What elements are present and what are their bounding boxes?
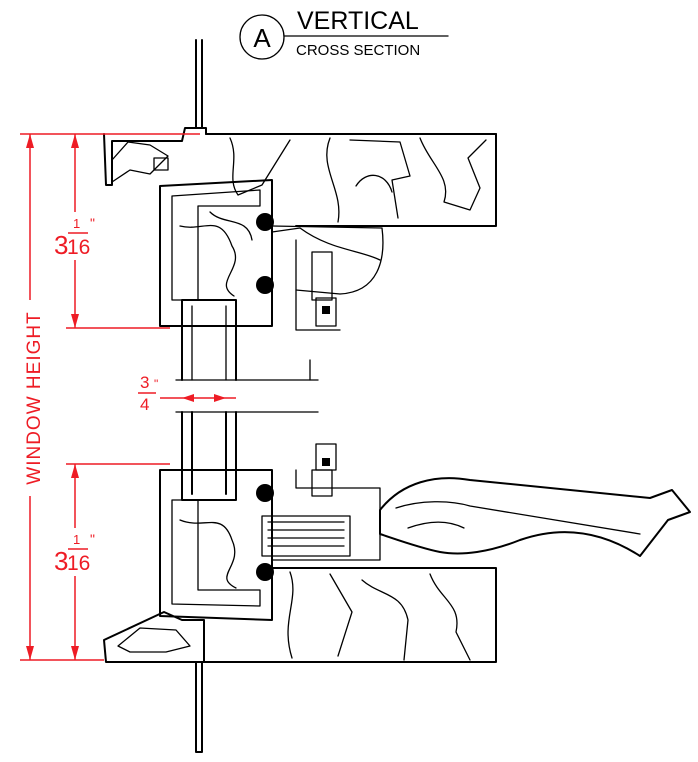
top-frame-assembly [103, 39, 497, 381]
title-main: VERTICAL [297, 7, 419, 35]
top-glass-channel [181, 299, 237, 381]
top-frame-lip [103, 127, 497, 186]
top-keeper-block [315, 297, 337, 327]
bottom-frame-num: 1 [73, 532, 80, 547]
bottom-sash-inner [171, 499, 261, 607]
bottom-keeper-base [311, 469, 333, 497]
top-glass-panes [191, 305, 227, 381]
bottom-frame-den: 16 [67, 552, 90, 575]
bottom-nailing-fin [195, 661, 203, 753]
top-frame-num: 1 [73, 216, 80, 231]
top-keeper-screw [322, 306, 330, 314]
top-frame-arrow-bottom [71, 314, 79, 328]
top-trim-profile [111, 141, 169, 183]
bottom-frame-lip [103, 611, 205, 663]
top-lock-keeper [311, 251, 333, 301]
glass-gap-unit: " [154, 377, 158, 391]
bottom-trim-profile [117, 627, 191, 653]
wood-grain-3 [349, 139, 411, 219]
top-frame-label: 3 1 16 " [52, 212, 96, 260]
bottom-keeper-screw [322, 458, 330, 466]
glass-gap-den: 4 [140, 395, 149, 414]
handle-contour-2 [407, 521, 465, 529]
bottom-frame-arrow-top [71, 464, 79, 478]
bottom-frame-unit: " [90, 531, 95, 547]
bottom-glass-channel [181, 411, 237, 501]
bottom-weatherstrip-2 [256, 563, 274, 581]
top-frame-den: 16 [67, 236, 90, 259]
handle-contour-1 [395, 501, 641, 535]
top-weatherstrip-1 [256, 213, 274, 231]
top-weatherstrip-2 [256, 276, 274, 294]
bottom-weatherstrip-1 [256, 484, 274, 502]
bottom-frame-arrow-bottom [71, 646, 79, 660]
glass-gap-arrow-right [214, 394, 226, 402]
top-frame-whole: 3 [54, 230, 68, 260]
glass-gap-label: 3 4 " [138, 373, 158, 414]
title-block: A VERTICAL CROSS SECTION [239, 7, 449, 60]
window-height-label-bg [24, 300, 42, 496]
glass-gap-num: 3 [140, 373, 149, 392]
wood-grain-4 [419, 137, 487, 211]
sill-grain-2 [329, 573, 353, 657]
window-height-arrow-top [26, 134, 34, 148]
head-wood-outline [205, 133, 497, 227]
window-height-arrow-bottom [26, 646, 34, 660]
top-stop-grain [271, 227, 381, 261]
wood-grain-5 [355, 174, 393, 193]
bottom-frame-whole: 3 [54, 546, 68, 576]
title-sub: CROSS SECTION [296, 42, 420, 59]
sash-lock-handle [379, 477, 691, 557]
top-frame-arrow-top [71, 134, 79, 148]
sash-grain-2 [209, 211, 253, 241]
window-height-label: WINDOW HEIGHT [24, 311, 45, 484]
top-check-rail [295, 239, 341, 331]
glass-gap-arrow-left [182, 394, 194, 402]
sash-lock-detail [267, 521, 345, 547]
top-sash-inner [171, 189, 261, 301]
bottom-frame-assembly [103, 411, 691, 753]
sill-wood-outline [203, 567, 497, 663]
dimension-labels: WINDOW HEIGHT 3 1 16 " 3 1 16 " 3 4 " [24, 212, 158, 576]
sill-grain-3 [361, 579, 409, 661]
wood-grain-1 [229, 137, 291, 196]
bottom-frame-label: 3 1 16 " [52, 528, 96, 576]
section-marker-letter: A [253, 23, 271, 53]
top-sash-frame [159, 179, 273, 327]
top-trim-slot [153, 157, 169, 171]
top-nailing-fin [195, 39, 203, 129]
wood-grain-2 [326, 137, 340, 223]
sash-grain-1 [179, 224, 237, 297]
sash-grain-3 [179, 519, 237, 589]
top-frame-unit: " [90, 215, 95, 231]
bottom-meeting-rail [271, 469, 381, 561]
sash-lock-housing [261, 515, 351, 557]
sill-grain-4 [429, 573, 471, 661]
section-marker-circle [239, 14, 285, 60]
bottom-sash-frame [159, 469, 273, 621]
top-interior-stop [271, 225, 384, 295]
bottom-keeper-block [315, 443, 337, 471]
sill-grain-1 [287, 571, 294, 659]
